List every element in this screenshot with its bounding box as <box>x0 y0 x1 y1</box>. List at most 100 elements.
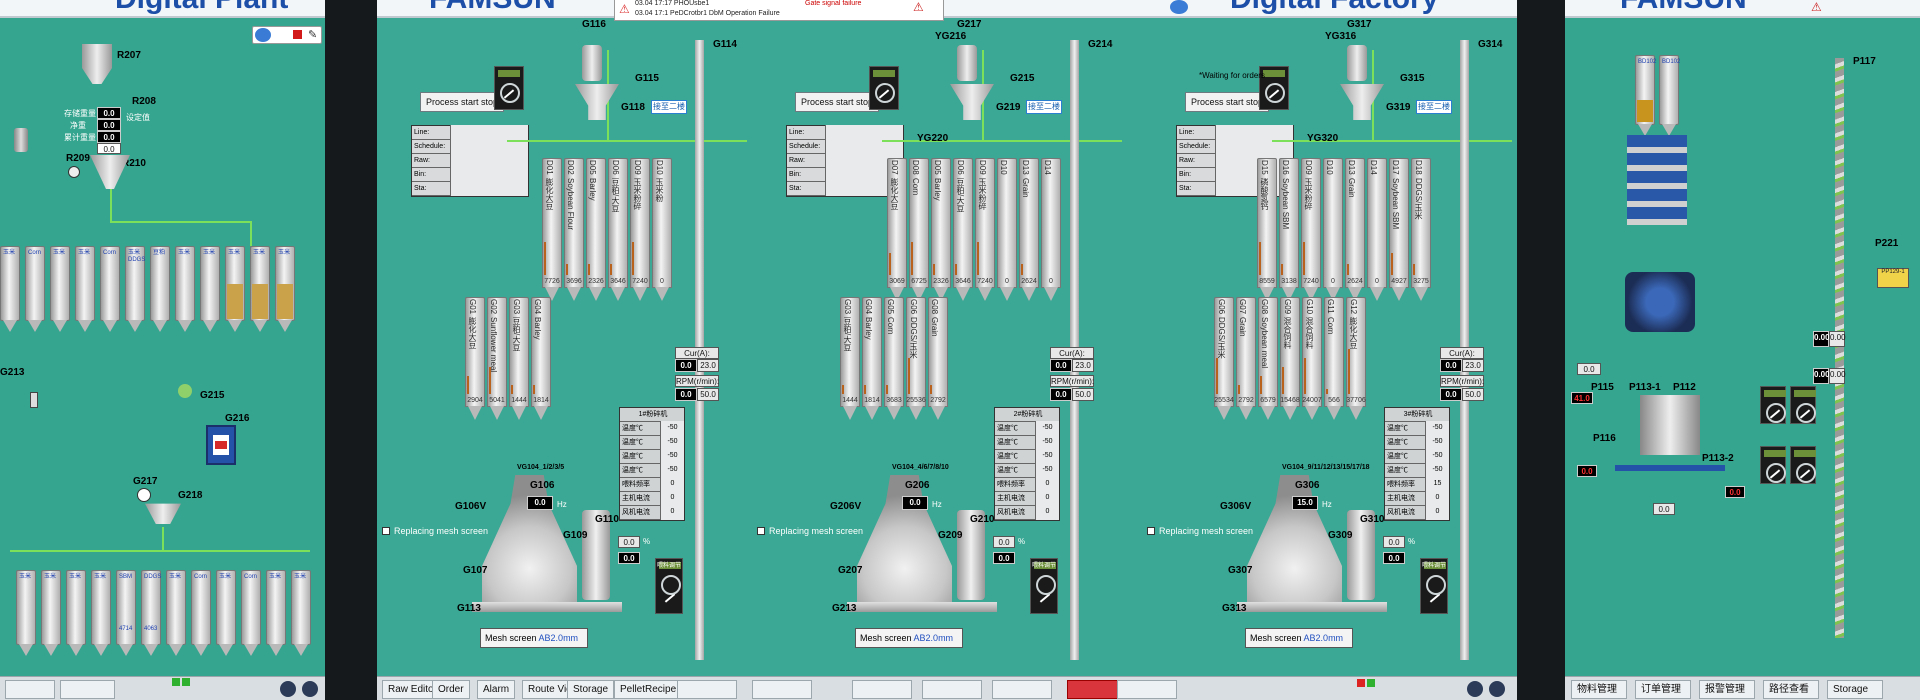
bin[interactable]: 玉米 DDGS <box>125 246 145 332</box>
bin[interactable]: 玉米 <box>41 570 61 656</box>
motor-gauge[interactable] <box>1760 446 1786 484</box>
conveyor[interactable] <box>1615 465 1725 471</box>
feed-regulator-gauge[interactable]: 喂料调节 <box>655 558 683 614</box>
process-start-stop-button[interactable]: Process start stop <box>795 92 880 112</box>
taskbar-button[interactable] <box>992 680 1052 699</box>
rpm-setpoint[interactable]: 50.0 <box>1072 388 1094 401</box>
bin[interactable]: 玉米 <box>0 246 20 332</box>
side-tank[interactable] <box>14 128 28 152</box>
taskbar-button[interactable]: Alarm <box>477 680 516 699</box>
monitor-icon[interactable] <box>1467 681 1483 697</box>
bin[interactable]: 玉米 <box>166 570 186 656</box>
motor-gauge[interactable] <box>1760 386 1786 424</box>
mixer-cone[interactable] <box>90 155 130 189</box>
rotary-feeder[interactable] <box>575 84 619 120</box>
rpm-setpoint[interactable]: 50.0 <box>697 388 719 401</box>
taskbar-button[interactable] <box>60 680 115 699</box>
taskbar-button[interactable] <box>922 680 982 699</box>
mesh-screen-field[interactable]: Mesh screen AB2.0mm <box>1245 628 1353 648</box>
feeder-motor[interactable] <box>582 510 610 600</box>
bin[interactable]: 玉米 <box>216 570 236 656</box>
process-gauge[interactable] <box>494 66 524 110</box>
taskbar-button[interactable]: Order <box>432 680 470 699</box>
pellet-mill-stack[interactable] <box>1627 135 1687 225</box>
process-start-stop-button[interactable]: Process start stop <box>1185 92 1270 112</box>
taskbar-button[interactable]: PelletRecipe <box>614 680 683 699</box>
taskbar-button[interactable]: 报警管理 <box>1699 680 1755 699</box>
stop-icon[interactable] <box>293 30 302 39</box>
process-start-stop-button[interactable]: Process start stop <box>420 92 505 112</box>
taskbar-button[interactable]: 订单管理 <box>1635 680 1691 699</box>
motor-gauge[interactable] <box>1790 386 1816 424</box>
replace-mesh-checkbox[interactable]: Replacing mesh screen <box>1147 526 1253 536</box>
edit-icon[interactable]: ✎ <box>308 29 318 41</box>
bin[interactable]: 豆粕 <box>150 246 170 332</box>
current-setpoint[interactable]: 23.0 <box>1072 359 1094 372</box>
bin[interactable]: 玉米 <box>275 246 295 332</box>
feed-regulator-gauge[interactable]: 喂料调节 <box>1420 558 1448 614</box>
user-avatar-icon[interactable] <box>255 28 271 42</box>
scale-hopper[interactable] <box>82 44 112 84</box>
taskbar-button[interactable]: Storage <box>1827 680 1883 699</box>
alarm-banner[interactable]: ⚠ 03.04 17:17 PHOUsbe1 03.04 17:1 PeDCro… <box>614 0 944 21</box>
taskbar-button[interactable]: 物料管理 <box>1571 680 1627 699</box>
bin[interactable]: Corn <box>191 570 211 656</box>
feed-regulator-gauge[interactable]: 喂料调节 <box>1030 558 1058 614</box>
bin[interactable]: 玉米 <box>75 246 95 332</box>
cyclone[interactable] <box>957 45 977 81</box>
bin[interactable]: 玉米 <box>225 246 245 332</box>
cyclone[interactable] <box>1347 45 1367 81</box>
rpm-setpoint[interactable]: 50.0 <box>1462 388 1484 401</box>
bin[interactable]: 玉米 <box>266 570 286 656</box>
taskbar-button[interactable]: 路径查看 <box>1763 680 1819 699</box>
feeder-motor[interactable] <box>1347 510 1375 600</box>
bin[interactable]: 玉米 <box>91 570 111 656</box>
motor-gauge[interactable] <box>1790 446 1816 484</box>
process-gauge[interactable] <box>1259 66 1289 110</box>
feeder-motor[interactable] <box>957 510 985 600</box>
bin[interactable]: 玉米 <box>291 570 311 656</box>
current-setpoint[interactable]: 23.0 <box>1462 359 1484 372</box>
mesh-screen-field[interactable]: Mesh screen AB2.0mm <box>855 628 963 648</box>
pulse-filter[interactable] <box>206 425 236 465</box>
bucket-elevator[interactable] <box>1835 58 1844 638</box>
bin[interactable]: 玉米 <box>200 246 220 332</box>
rotary-feeder[interactable] <box>145 503 181 524</box>
taskbar-button[interactable] <box>852 680 912 699</box>
process-gauge[interactable] <box>869 66 899 110</box>
pellet-mill-motor[interactable] <box>1625 272 1695 332</box>
valve-icon[interactable] <box>68 166 80 178</box>
mesh-screen-field[interactable]: Mesh screen AB2.0mm <box>480 628 588 648</box>
taskbar-button[interactable]: Storage <box>567 680 615 699</box>
alarm-icon[interactable]: ⚠ <box>913 0 924 14</box>
small-tank[interactable] <box>30 392 38 408</box>
